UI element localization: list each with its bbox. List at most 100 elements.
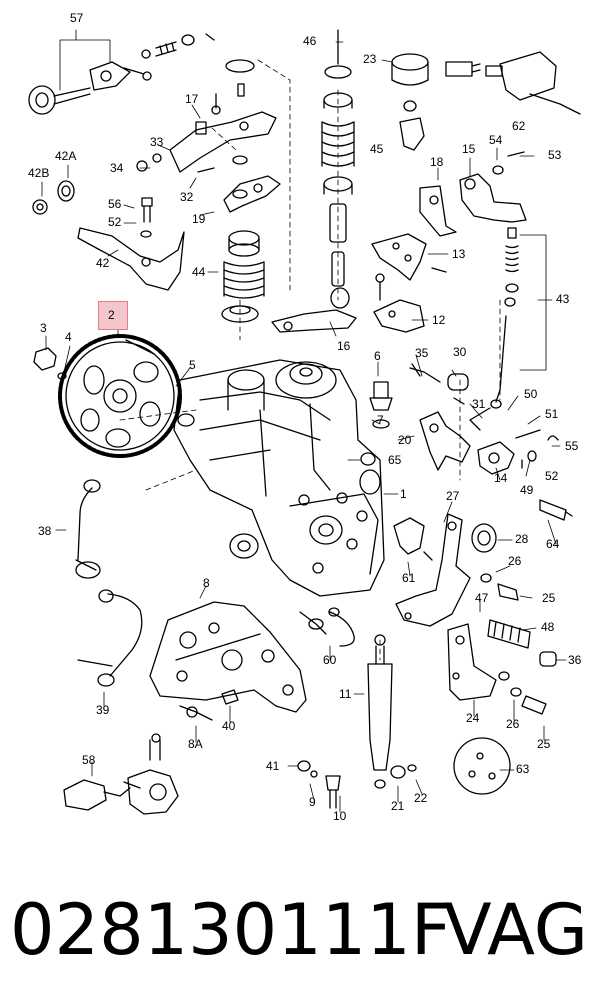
callout-6: 6	[374, 349, 381, 363]
callout-46: 46	[303, 34, 317, 48]
callout-2: 2	[108, 308, 115, 322]
spring-stack-left	[221, 59, 265, 323]
nut-3	[33, 347, 67, 380]
callout-10: 10	[333, 809, 347, 823]
callout-30: 30	[453, 345, 467, 359]
callout-61: 61	[402, 571, 416, 585]
callout-35: 35	[415, 346, 429, 360]
callout-8: 8	[203, 576, 210, 590]
connector-62	[485, 51, 581, 115]
callout-32: 32	[180, 190, 194, 204]
bracket-13	[371, 233, 447, 281]
callout-25-lower: 25	[537, 737, 551, 751]
callout-39: 39	[96, 703, 110, 717]
nut-40	[221, 689, 239, 705]
callout-53: 53	[548, 148, 562, 162]
cold-start-valve-58	[63, 733, 179, 815]
bolt-8A	[179, 705, 213, 721]
part-number: 028130111F	[10, 889, 452, 971]
bracket-12	[373, 273, 425, 333]
callout-15: 15	[462, 142, 476, 156]
upper-left-bracket	[136, 93, 277, 173]
callout-34: 34	[110, 161, 124, 175]
callout-26-lower: 26	[506, 717, 520, 731]
callout-47: 47	[475, 591, 489, 605]
callout-44: 44	[192, 265, 206, 279]
callout-33: 33	[150, 135, 164, 149]
callout-13: 13	[452, 247, 466, 261]
lever-20	[419, 411, 471, 471]
callout-43: 43	[556, 292, 570, 306]
callout-41: 41	[266, 759, 280, 773]
callout-36: 36	[568, 653, 582, 667]
sensor-60	[299, 607, 355, 647]
washer-21-22	[390, 764, 417, 779]
part-info-footer: 028130111F VAG	[0, 880, 600, 980]
bracket-15-18	[419, 151, 527, 237]
valve-6	[360, 381, 393, 466]
callout-57: 57	[70, 11, 84, 25]
callout-11: 11	[339, 687, 352, 701]
bolt-25	[480, 573, 519, 601]
solenoid-23	[391, 53, 481, 151]
sensor-64	[539, 499, 573, 521]
bracket-42	[77, 227, 185, 291]
bracket-24	[447, 623, 510, 701]
leader-lines	[41, 29, 567, 813]
spring-stack-right	[321, 29, 355, 309]
bolt-35	[409, 363, 469, 405]
callout-56: 56	[108, 197, 122, 211]
bracket-8	[149, 601, 307, 713]
callout-65: 65	[388, 453, 402, 467]
callout-64: 64	[546, 537, 560, 551]
assembly-dash-lines	[119, 59, 501, 661]
callout-48: 48	[541, 620, 555, 634]
gear-wheel-2	[58, 334, 182, 458]
callout-9: 9	[309, 795, 316, 809]
callout-1: 1	[400, 487, 407, 501]
callout-49: 49	[520, 483, 534, 497]
callout-42B: 42B	[28, 166, 50, 180]
callout-51: 51	[545, 407, 559, 421]
cap-36	[539, 651, 557, 667]
callout-31: 31	[472, 397, 486, 411]
callout-52-lower: 52	[545, 469, 559, 483]
nozzle-holder-11	[367, 634, 393, 789]
bushing-42A-42B	[32, 180, 75, 215]
callout-19: 19	[192, 212, 206, 226]
callout-52-upper: 52	[108, 215, 122, 229]
callout-17: 17	[185, 92, 199, 106]
callout-5: 5	[189, 358, 196, 372]
bracket-27	[395, 513, 471, 627]
callout-22: 22	[414, 791, 428, 805]
lever-bracket-19	[223, 175, 281, 213]
fittings-41-9-10	[297, 760, 341, 809]
callout-62: 62	[512, 119, 526, 133]
cap-28	[471, 523, 497, 553]
brand-name: VAG	[443, 889, 588, 971]
cover-disc-63	[453, 737, 511, 795]
callout-20: 20	[398, 433, 412, 447]
callout-38: 38	[38, 524, 52, 538]
callout-25-upper: 25	[542, 591, 556, 605]
callout-28: 28	[515, 532, 529, 546]
lever-14	[477, 429, 559, 475]
callout-2-highlight	[98, 301, 128, 330]
callout-23: 23	[363, 52, 377, 66]
callout-24: 24	[466, 711, 480, 725]
pipe-38	[75, 479, 101, 579]
callout-12: 12	[432, 313, 446, 327]
callout-54: 54	[489, 133, 503, 147]
callout-8A: 8A	[188, 737, 203, 751]
callout-21: 21	[391, 799, 405, 813]
callout-14: 14	[494, 471, 508, 485]
callout-7: 7	[377, 413, 384, 427]
callout-55: 55	[565, 439, 579, 453]
callout-60: 60	[323, 653, 337, 667]
callout-4: 4	[65, 330, 72, 344]
spring-43	[504, 227, 519, 307]
callout-63: 63	[516, 762, 530, 776]
callout-42A: 42A	[55, 149, 77, 163]
callout-18: 18	[430, 155, 444, 169]
throttle-lever-assembly	[28, 33, 215, 115]
